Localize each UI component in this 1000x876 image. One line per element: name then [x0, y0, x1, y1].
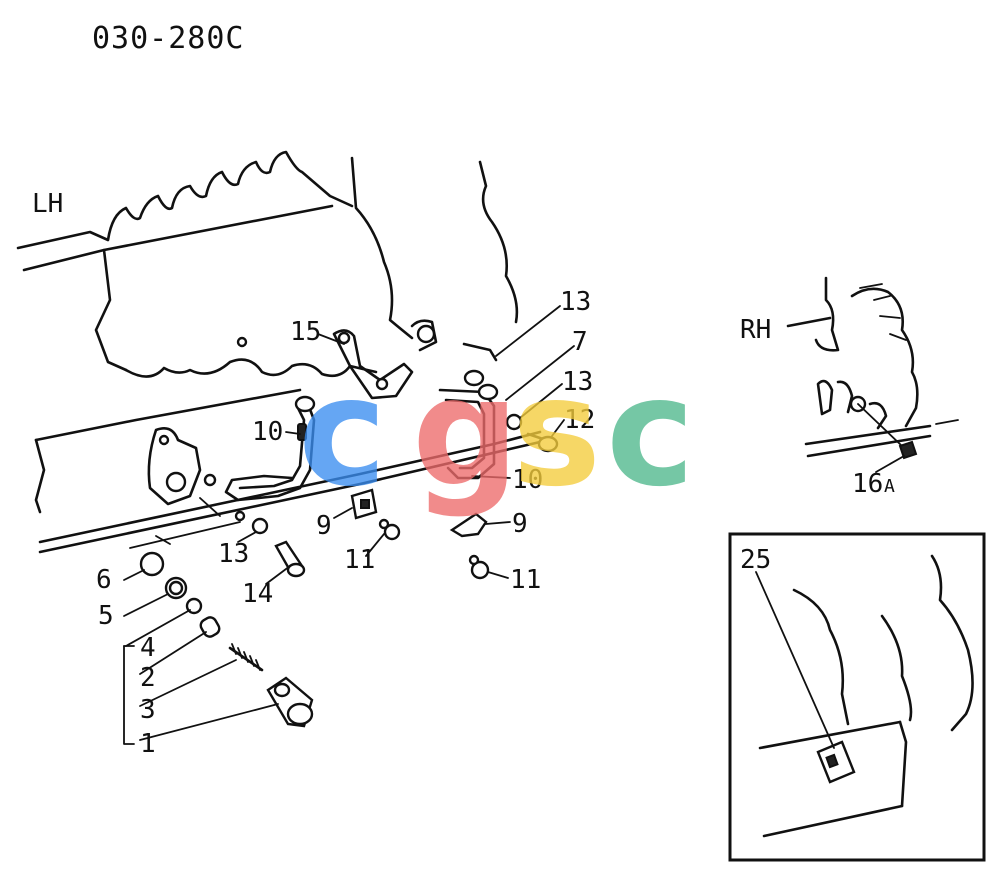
part-1-body	[266, 676, 314, 728]
diagram-code: 030-280C	[92, 21, 245, 56]
callout-10-left: 10	[252, 417, 283, 447]
callout-11-left: 11	[344, 545, 375, 575]
part-6	[139, 551, 165, 577]
bracket-15	[332, 329, 414, 400]
watermark-letter-g: g	[412, 346, 519, 520]
callout-1: 1	[140, 729, 156, 759]
engine-block-outline	[16, 150, 542, 554]
callout-5: 5	[98, 601, 114, 631]
leader-lines	[123, 305, 575, 745]
clamp-9-right	[449, 512, 488, 538]
side-label-lh: LH	[32, 189, 63, 219]
pump-fitting-boss	[147, 427, 202, 506]
rh-detail	[786, 276, 959, 473]
callout-4: 4	[140, 633, 156, 663]
callout-2: 2	[140, 663, 156, 693]
callout-16: 16	[852, 469, 883, 499]
washer-13-tiny	[234, 510, 246, 522]
callout-11-right: 11	[510, 565, 541, 595]
callout-13-top: 13	[560, 287, 591, 317]
washer-13-right	[505, 413, 523, 431]
callout-14: 14	[242, 579, 273, 609]
side-label-rh: RH	[740, 315, 771, 345]
fuel-pipe-10-left	[224, 395, 316, 502]
nut-11-left	[378, 518, 401, 541]
callout-10-right: 10	[512, 465, 543, 495]
callout-7: 7	[572, 327, 588, 357]
nut-11-right	[468, 554, 490, 580]
watermark-letter-c2: c	[606, 346, 695, 520]
parts-stack-1-6	[139, 551, 314, 728]
callout-9-right: 9	[512, 509, 528, 539]
callout-9-left: 9	[316, 511, 332, 541]
callout-16-suffix: A	[884, 476, 895, 497]
callout-13-mid: 13	[562, 367, 593, 397]
fitting-14	[274, 540, 306, 578]
callout-15: 15	[290, 317, 321, 347]
callout-6: 6	[96, 565, 112, 595]
watermark-logo: c g s c	[298, 346, 695, 520]
washer-13-left	[251, 517, 269, 535]
callout-12: 12	[564, 405, 595, 435]
callout-25: 25	[740, 545, 771, 575]
clamp-9-left	[350, 488, 378, 520]
watermark-letter-s: s	[512, 346, 601, 520]
bolt-12	[526, 432, 559, 453]
callout-13-left: 13	[218, 539, 249, 569]
inset-detail-25	[728, 532, 986, 862]
washer-13-small	[203, 473, 217, 487]
callout-3: 3	[140, 695, 156, 725]
watermark-letter-c1: c	[298, 346, 387, 520]
fuel-pipe-10-right	[438, 369, 499, 480]
